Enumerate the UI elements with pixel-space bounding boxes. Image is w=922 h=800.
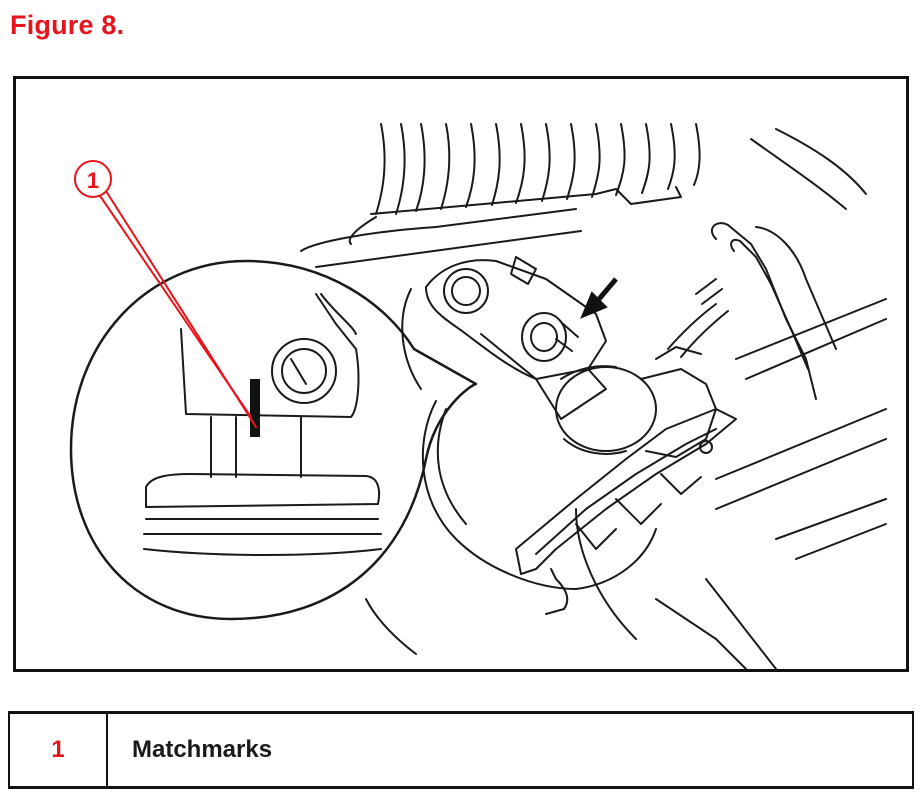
- lower-bracket: [515, 408, 737, 615]
- detail-magnifier: [69, 259, 478, 621]
- legend-row: 1 Matchmarks: [8, 711, 914, 789]
- detail-joint: [143, 293, 382, 556]
- matchmark-leader-lines: [93, 186, 257, 428]
- steering-yoke: [425, 256, 607, 420]
- legend-table: 1 Matchmarks: [8, 711, 914, 789]
- brake-pipe-assembly: [667, 222, 837, 400]
- legend-number: 1: [8, 711, 108, 789]
- direction-arrow-icon: [580, 277, 618, 319]
- matchmark: [250, 379, 260, 437]
- callout-number: 1: [87, 168, 99, 193]
- matchmark-callout-icon: [74, 160, 112, 198]
- engine-housing: [300, 208, 887, 669]
- ribbed-cover: [348, 123, 867, 245]
- legend-description: Matchmarks: [107, 711, 914, 789]
- figure-title: Figure 8.: [10, 10, 125, 40]
- figure-illustration: 1: [13, 76, 909, 672]
- yoke-bolt: [521, 312, 579, 362]
- steering-shaft-illustration: 1: [69, 123, 887, 669]
